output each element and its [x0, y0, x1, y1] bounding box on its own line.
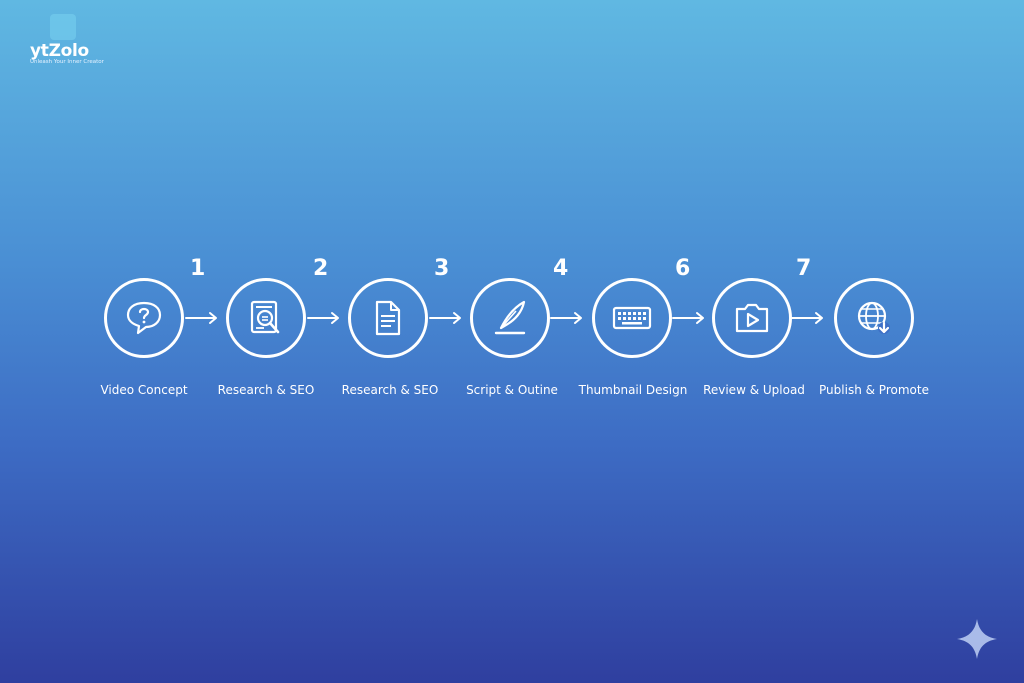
step-number: 6 [675, 256, 691, 281]
step-label: Thumbnail Design [578, 383, 688, 397]
step-label: Review & Upload [703, 383, 805, 397]
step-script-outline [470, 278, 550, 358]
step-circle [470, 278, 550, 358]
step-number: 2 [313, 256, 329, 281]
document-search-icon [250, 300, 280, 334]
arrow-right-icon [791, 312, 823, 324]
step-video-concept [104, 278, 184, 358]
step-number: 3 [434, 256, 450, 281]
logo-mark [50, 14, 76, 40]
quill-pen-icon [494, 300, 526, 335]
sparkle-icon [957, 619, 997, 659]
arrow-right-icon [429, 312, 461, 324]
arrow-right-icon [307, 312, 339, 324]
step-number: 1 [190, 256, 206, 281]
video-play-icon [735, 303, 769, 333]
step-label: Publish & Promote [819, 383, 929, 397]
brand-name: ytZolo [30, 41, 89, 61]
brand-logo: ytZolo Unleash Your Inner Creator [30, 14, 104, 65]
step-research-seo-2 [348, 278, 428, 358]
brand-tagline: Unleash Your Inner Creator [30, 59, 104, 65]
step-circle [592, 278, 672, 358]
step-number: 7 [796, 256, 812, 281]
step-research-seo [226, 278, 306, 358]
step-review-upload [712, 278, 792, 358]
step-circle [348, 278, 428, 358]
step-circle [712, 278, 792, 358]
arrow-right-icon [550, 312, 582, 324]
step-label: Research & SEO [341, 383, 439, 397]
step-label: Video Concept [100, 383, 188, 397]
document-icon [375, 300, 401, 336]
step-label: Script & Outine [466, 383, 558, 397]
step-circle [104, 278, 184, 358]
step-circle [226, 278, 306, 358]
arrow-right-icon [185, 312, 217, 324]
step-circle [834, 278, 914, 358]
arrow-right-icon [672, 312, 704, 324]
step-number: 4 [553, 256, 569, 281]
step-label: Research & SEO [217, 383, 315, 397]
step-thumbnail-design [592, 278, 672, 358]
step-publish-promote [834, 278, 914, 358]
question-bubble-icon [126, 301, 162, 335]
globe-download-icon [857, 301, 890, 334]
keyboard-icon [612, 306, 652, 330]
